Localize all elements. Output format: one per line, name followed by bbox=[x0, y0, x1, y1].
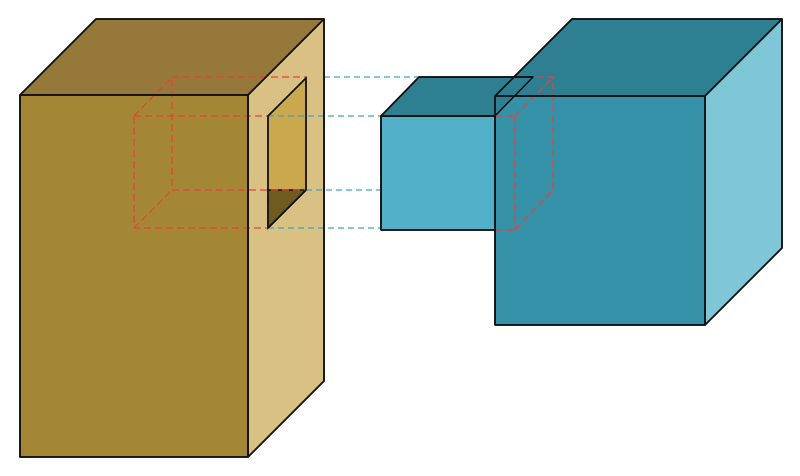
small-block-front-face bbox=[380, 115, 496, 231]
projection-lines bbox=[268, 76, 419, 229]
large-teal-cube bbox=[494, 18, 783, 326]
large-cube-front-face bbox=[494, 95, 706, 326]
solid-outlines bbox=[19, 18, 783, 458]
tan-prism-front-face bbox=[19, 94, 249, 458]
